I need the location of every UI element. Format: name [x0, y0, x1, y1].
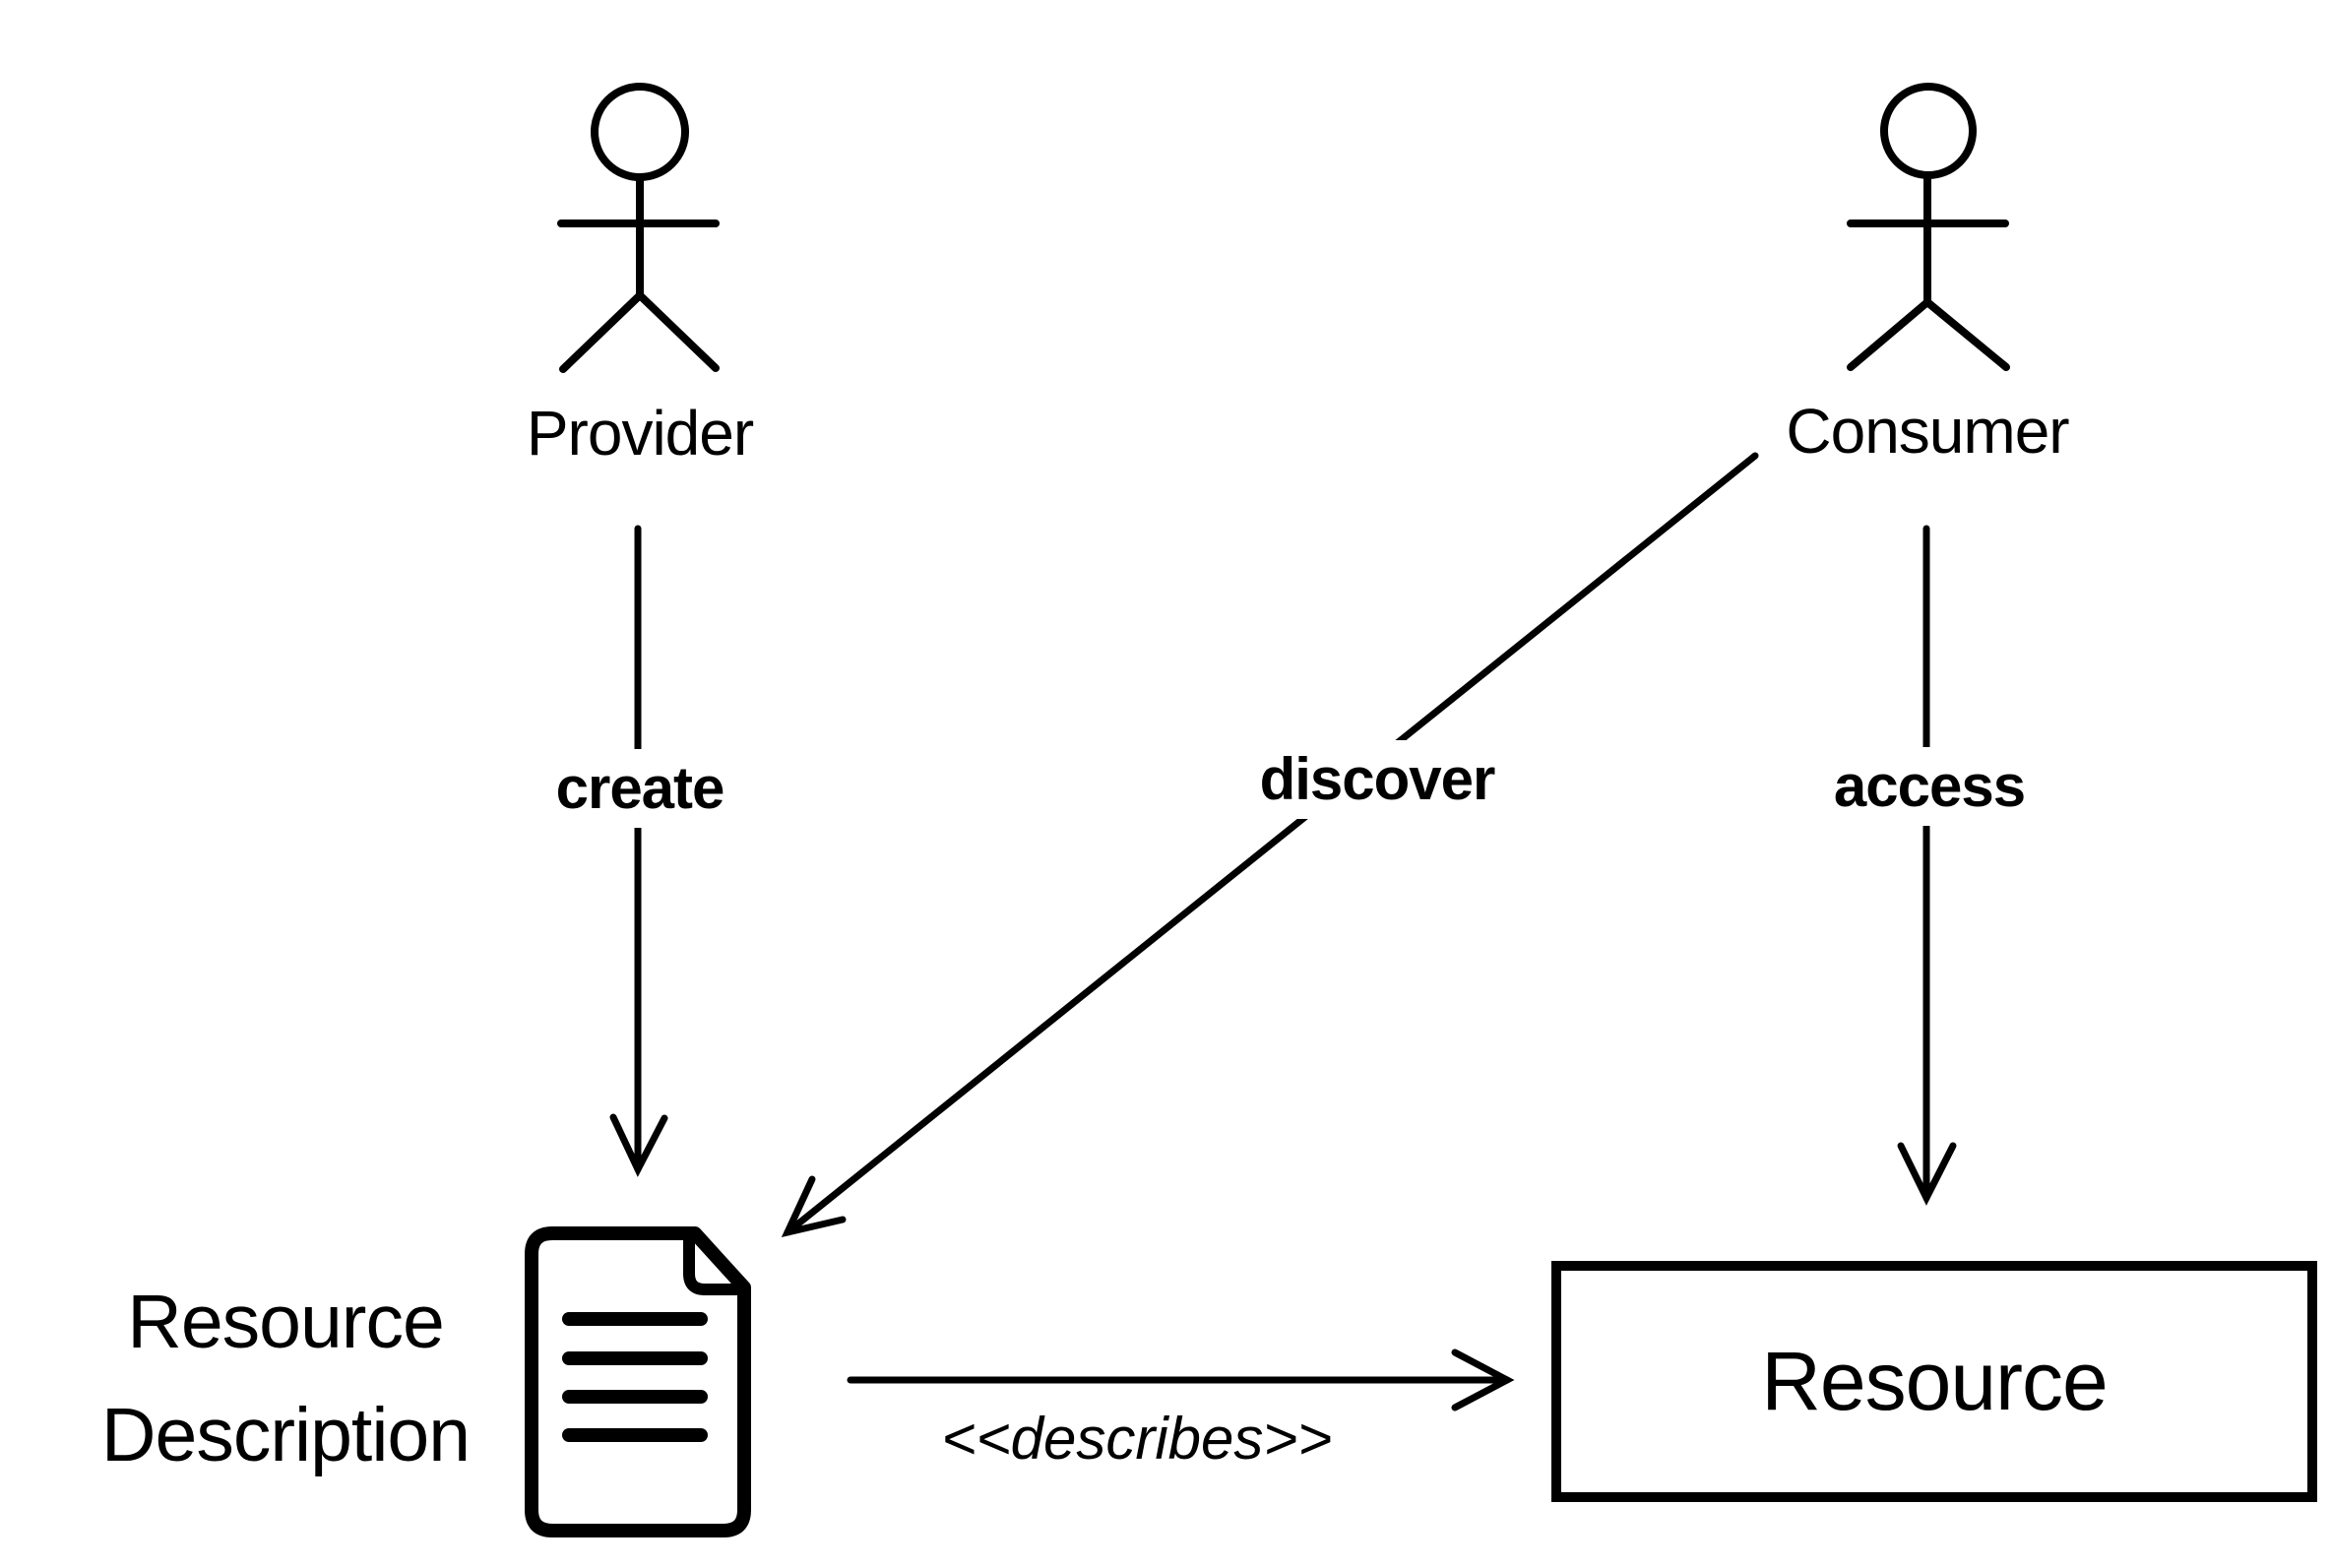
document-text-lines	[562, 1312, 708, 1442]
consumer-label: Consumer	[1786, 396, 2069, 467]
discover-arrow	[781, 452, 1759, 1238]
access-arrow	[1897, 525, 1957, 1206]
provider-leg-left	[559, 291, 644, 373]
consumer-leg-right	[1923, 298, 2010, 371]
consumer-head	[1880, 83, 1977, 179]
provider-leg-right	[636, 291, 720, 372]
create-arrow	[609, 525, 668, 1177]
document-outline	[525, 1226, 751, 1537]
resource-description-label-line1: Resource	[127, 1280, 445, 1364]
consumer-actor-icon	[1847, 83, 2010, 371]
create-arrowhead-icon	[609, 1113, 668, 1177]
resource-description-label: Resource Description	[100, 1266, 471, 1492]
resource-node-label: Resource	[1761, 1335, 2109, 1427]
discover-arrow-line	[784, 452, 1759, 1236]
provider-head	[591, 83, 689, 181]
consumer-leg-left	[1847, 298, 1931, 371]
document-icon	[525, 1226, 751, 1537]
describes-edge-label: <<describes>>	[941, 1406, 1333, 1472]
provider-actor-icon	[557, 83, 720, 373]
create-edge-label: create	[541, 749, 738, 828]
discover-arrowhead-icon	[781, 1175, 847, 1238]
access-arrowhead-icon	[1897, 1142, 1957, 1206]
resource-description-label-line2: Description	[100, 1393, 471, 1477]
provider-label: Provider	[526, 398, 754, 469]
resource-node-box: Resource	[1551, 1261, 2317, 1502]
describes-arrowhead-icon	[1451, 1348, 1515, 1411]
document-folded-corner	[683, 1237, 740, 1295]
discover-edge-label: discover	[1245, 740, 1509, 819]
access-edge-label: access	[1819, 747, 2040, 826]
describes-arrow	[847, 1348, 1515, 1411]
